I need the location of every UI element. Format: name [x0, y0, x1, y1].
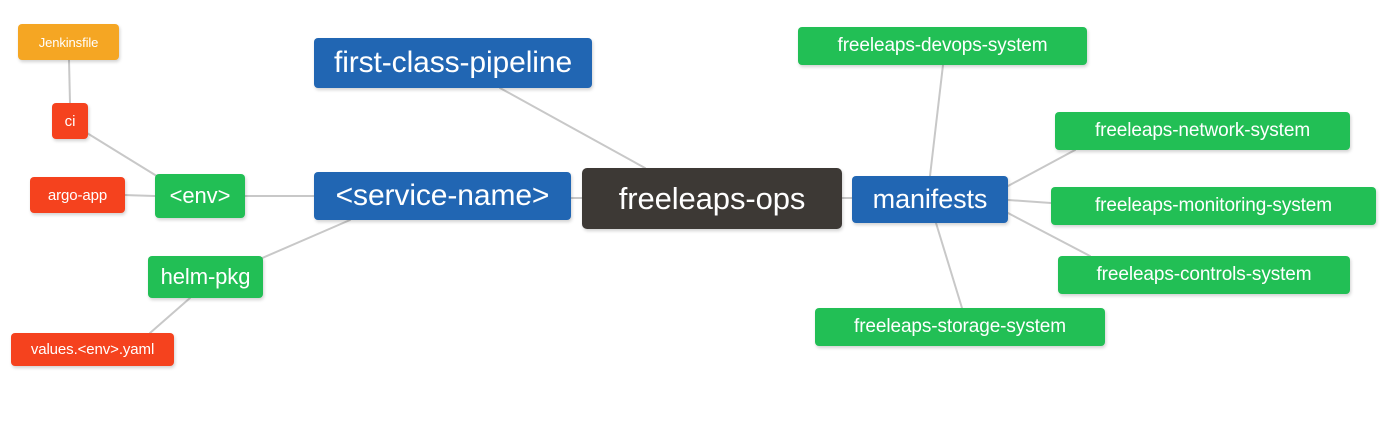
node-label: freeleaps-ops — [618, 180, 806, 216]
edge-helm-pkg-to-service-name — [252, 219, 351, 263]
node-label: freeleaps-network-system — [1094, 120, 1311, 141]
node-label: freeleaps-storage-system — [854, 316, 1066, 337]
node-ci[interactable]: ci — [52, 103, 88, 139]
node-label: Jenkinsfile — [38, 34, 99, 50]
node-argo-app[interactable]: argo-app — [30, 177, 125, 213]
node-devops-system[interactable]: freeleaps-devops-system — [798, 27, 1087, 65]
node-label: helm-pkg — [160, 264, 251, 289]
node-label: freeleaps-devops-system — [837, 35, 1048, 56]
node-label: argo-app — [47, 186, 108, 204]
node-label: <env> — [169, 183, 231, 208]
node-monitoring-system[interactable]: freeleaps-monitoring-system — [1051, 187, 1376, 225]
edge-values-yaml-to-helm-pkg — [149, 297, 191, 334]
edge-manifests-to-network-system — [1007, 149, 1076, 187]
node-label: first-class-pipeline — [333, 46, 573, 79]
edge-argo-app-to-env — [124, 194, 156, 197]
node-network-system[interactable]: freeleaps-network-system — [1055, 112, 1350, 150]
edge-ci-to-env — [86, 132, 161, 179]
edge-manifests-to-storage-system — [935, 222, 963, 309]
node-controls-system[interactable]: freeleaps-controls-system — [1058, 256, 1350, 294]
node-label: ci — [64, 112, 76, 130]
node-label: freeleaps-controls-system — [1096, 264, 1312, 285]
node-service-name[interactable]: <service-name> — [314, 172, 571, 220]
node-manifests[interactable]: manifests — [852, 176, 1008, 223]
node-label: values.<env>.yaml — [30, 341, 155, 358]
node-label: <service-name> — [335, 179, 550, 212]
node-label: freeleaps-monitoring-system — [1095, 195, 1332, 216]
edge-first-class-pipeline-to-freeleaps-ops — [499, 87, 646, 169]
edge-manifests-to-devops-system — [929, 64, 944, 177]
node-env[interactable]: <env> — [155, 174, 245, 218]
node-values-yaml[interactable]: values.<env>.yaml — [11, 333, 174, 366]
edge-jenkinsfile-to-ci — [68, 59, 71, 104]
node-first-class-pipeline[interactable]: first-class-pipeline — [314, 38, 592, 88]
edge-manifests-to-monitoring-system — [1007, 199, 1052, 204]
node-label: manifests — [872, 184, 988, 214]
node-helm-pkg[interactable]: helm-pkg — [148, 256, 263, 298]
node-storage-system[interactable]: freeleaps-storage-system — [815, 308, 1105, 346]
node-jenkinsfile[interactable]: Jenkinsfile — [18, 24, 119, 60]
node-freeleaps-ops[interactable]: freeleaps-ops — [582, 168, 842, 229]
